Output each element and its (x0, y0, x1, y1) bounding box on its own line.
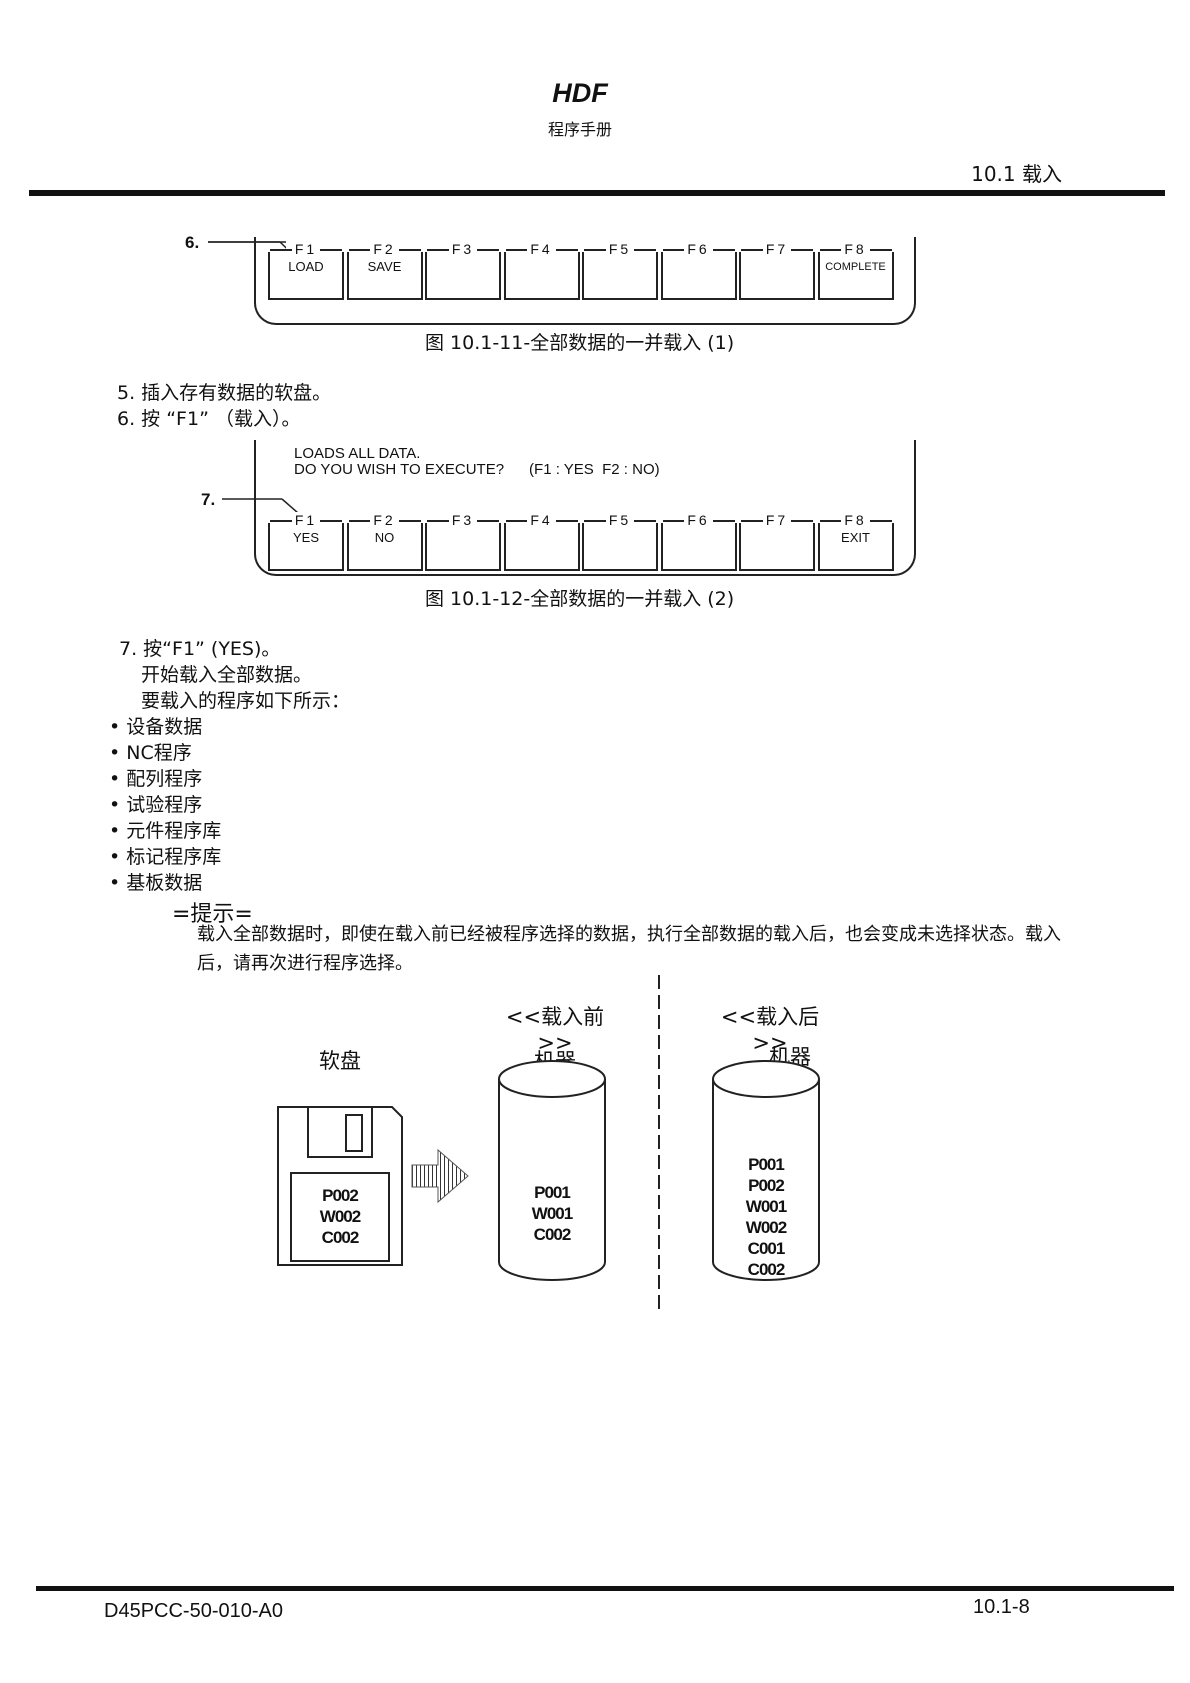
function-key-cap: F8 (841, 241, 870, 257)
step-7-title: 7. 按“F1” (YES)。 (119, 638, 281, 660)
machine-before-cylinder (498, 1060, 606, 1281)
machine-after-item: P002 (748, 1176, 785, 1195)
machine-after-item: C001 (747, 1239, 786, 1258)
section-title: 10.1 载入 (971, 162, 1062, 186)
machine-before-contents: P001 W001 C002 (499, 1182, 605, 1245)
machine-after-item: C002 (747, 1260, 786, 1279)
function-key-label: LOAD (288, 259, 324, 274)
page-number: 10.1-8 (973, 1596, 1030, 1618)
function-key-6[interactable]: F6 (660, 512, 737, 571)
machine-after-item: W001 (745, 1197, 787, 1216)
function-key-cap: F1 (291, 241, 321, 257)
function-key-7[interactable]: F7 (739, 512, 815, 571)
function-key-cap: F2 (370, 241, 399, 257)
after-heading: <<载入后>> (720, 1005, 820, 1055)
function-key-cap: F1 (291, 512, 321, 528)
bullet-list: • 设备数据 • NC程序 • 配列程序 • 试验程序 • 元件程序库 • 标记… (109, 714, 221, 896)
function-key-panel (254, 237, 916, 325)
function-key-cap: F5 (605, 241, 635, 257)
list-item: • 元件程序库 (109, 820, 222, 842)
function-key-5[interactable]: F5 (582, 241, 658, 300)
function-key-cap: F7 (762, 512, 792, 528)
floppy-disk-icon (277, 1106, 403, 1266)
step-7-line-1: 开始载入全部数据。 (141, 664, 313, 686)
function-key-6[interactable]: F6 (660, 241, 737, 300)
list-item: • 配列程序 (109, 768, 203, 790)
manual-subtitle: 程序手册 (547, 120, 612, 139)
function-key-cap: F5 (605, 512, 635, 528)
machine-after-item: W002 (745, 1218, 787, 1237)
load-diagram: <<载入前>> <<载入后>> 软盘 机器 机器 (260, 975, 860, 1315)
function-key-3[interactable]: F3 (425, 512, 501, 571)
function-key-label: NO (374, 530, 395, 545)
list-item: • 标记程序库 (109, 846, 222, 868)
figure-2-caption: 图 10.1-12-全部数据的一并载入 (2) (425, 588, 735, 610)
machine-after-contents: P001 P002 W001 W002 C001 C002 (713, 1154, 819, 1280)
diagram-graphics (277, 975, 820, 1310)
function-key-5[interactable]: F5 (582, 512, 658, 571)
list-item: • 基板数据 (109, 872, 203, 894)
machine-after-item: P001 (748, 1155, 785, 1174)
list-item: • 试验程序 (109, 794, 203, 816)
function-key-3[interactable]: F3 (425, 241, 501, 300)
floppy-label: 软盘 (319, 1049, 361, 1073)
figure-1-caption: 图 10.1-11-全部数据的一并载入 (1) (425, 332, 735, 354)
function-key-cap: F6 (684, 512, 713, 528)
function-key-cap: F2 (370, 512, 399, 528)
function-key-cap: F4 (527, 512, 556, 528)
screen-panel (254, 440, 916, 576)
function-key-cap: F3 (448, 512, 478, 528)
function-key-label: YES (292, 530, 319, 545)
message-line-2: DO YOU WISH TO EXECUTE? (F1 : YES F2 : N… (294, 461, 660, 478)
brand-logo: HDF (552, 78, 608, 108)
function-key-7[interactable]: F7 (739, 241, 815, 300)
floppy-item: C002 (321, 1228, 360, 1247)
function-key-cap: F8 (841, 512, 870, 528)
function-key-label: EXIT (841, 530, 870, 545)
machine-after-cylinder (712, 1060, 820, 1281)
function-key-cap: F4 (527, 241, 556, 257)
function-key-cap: F3 (448, 241, 478, 257)
function-key-cap: F7 (762, 241, 792, 257)
function-key-4[interactable]: F4 (503, 512, 580, 571)
function-key-label: COMPLETE (825, 261, 886, 273)
floppy-contents: P002 W002 C002 (291, 1185, 389, 1248)
step-7-line-2: 要载入的程序如下所示： (141, 690, 351, 712)
tip-text: 载入全部数据时，即使在载入前已经被程序选择的数据，执行全部数据的载入后，也会变成… (197, 924, 1061, 974)
step-marker: 7. (201, 490, 216, 509)
function-key-label: SAVE (367, 259, 402, 274)
machine-before-item: W001 (531, 1204, 573, 1223)
figure-2: LOADS ALL DATA. DO YOU WISH TO EXECUTE? … (180, 440, 920, 580)
machine-before-item: C002 (533, 1225, 572, 1244)
footer-rule (36, 1586, 1174, 1591)
transfer-arrow-icon (411, 1148, 469, 1204)
step-6: 6. 按 “F1” （载入）。 (117, 408, 301, 430)
header-rule (29, 190, 1165, 196)
step-marker: 6. (185, 233, 200, 252)
list-item: • 设备数据 (109, 716, 203, 738)
function-key-cap: F6 (684, 241, 713, 257)
machine-before-item: P001 (534, 1183, 571, 1202)
tip-title: =提示= (172, 902, 253, 927)
list-item: • NC程序 (109, 742, 192, 764)
floppy-item: P002 (322, 1186, 359, 1205)
function-key-4[interactable]: F4 (503, 241, 580, 300)
step-5: 5. 插入存有数据的软盘。 (117, 382, 332, 404)
message-line-1: LOADS ALL DATA. (294, 445, 421, 462)
floppy-item: W002 (319, 1207, 361, 1226)
document-code: D45PCC-50-010-A0 (104, 1600, 283, 1622)
before-heading: <<载入前>> (505, 1005, 605, 1055)
